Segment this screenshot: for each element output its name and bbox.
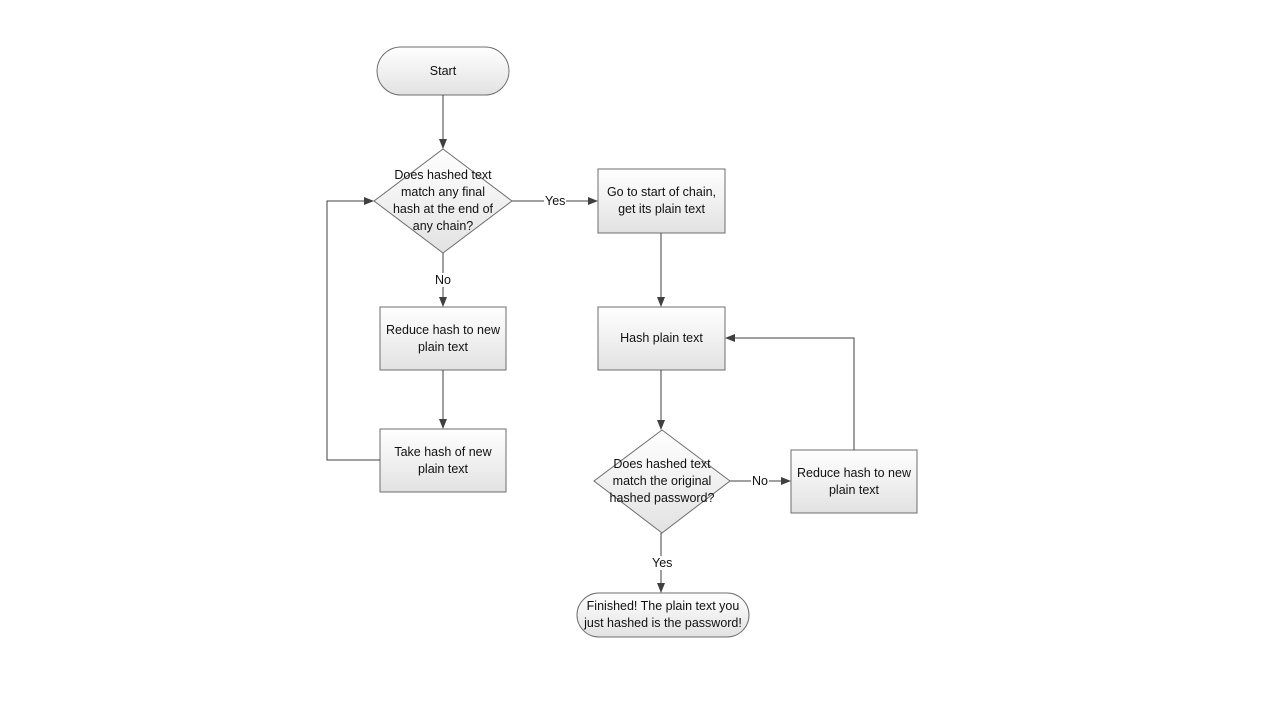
hash-plain-text-box	[597, 306, 726, 371]
edge-label-no-right: No	[751, 474, 769, 488]
take-hash-box	[379, 428, 507, 493]
connector-reduce-right-loop-back	[725, 334, 855, 450]
decision-original-diamond	[593, 429, 731, 534]
edge-label-yes-chain: Yes	[544, 194, 567, 208]
goto-chain-start-box	[597, 168, 726, 234]
finished-terminator	[576, 592, 750, 638]
reduce-hash-right-box	[790, 449, 918, 514]
decision-chain-end-diamond	[373, 148, 513, 254]
edge-label-yes-finished: Yes	[651, 556, 674, 570]
connector-take-hash-loop-back	[326, 197, 380, 461]
edge-label-no-left: No	[434, 273, 452, 287]
reduce-hash-left-box	[379, 306, 507, 371]
start-terminator	[376, 46, 510, 96]
